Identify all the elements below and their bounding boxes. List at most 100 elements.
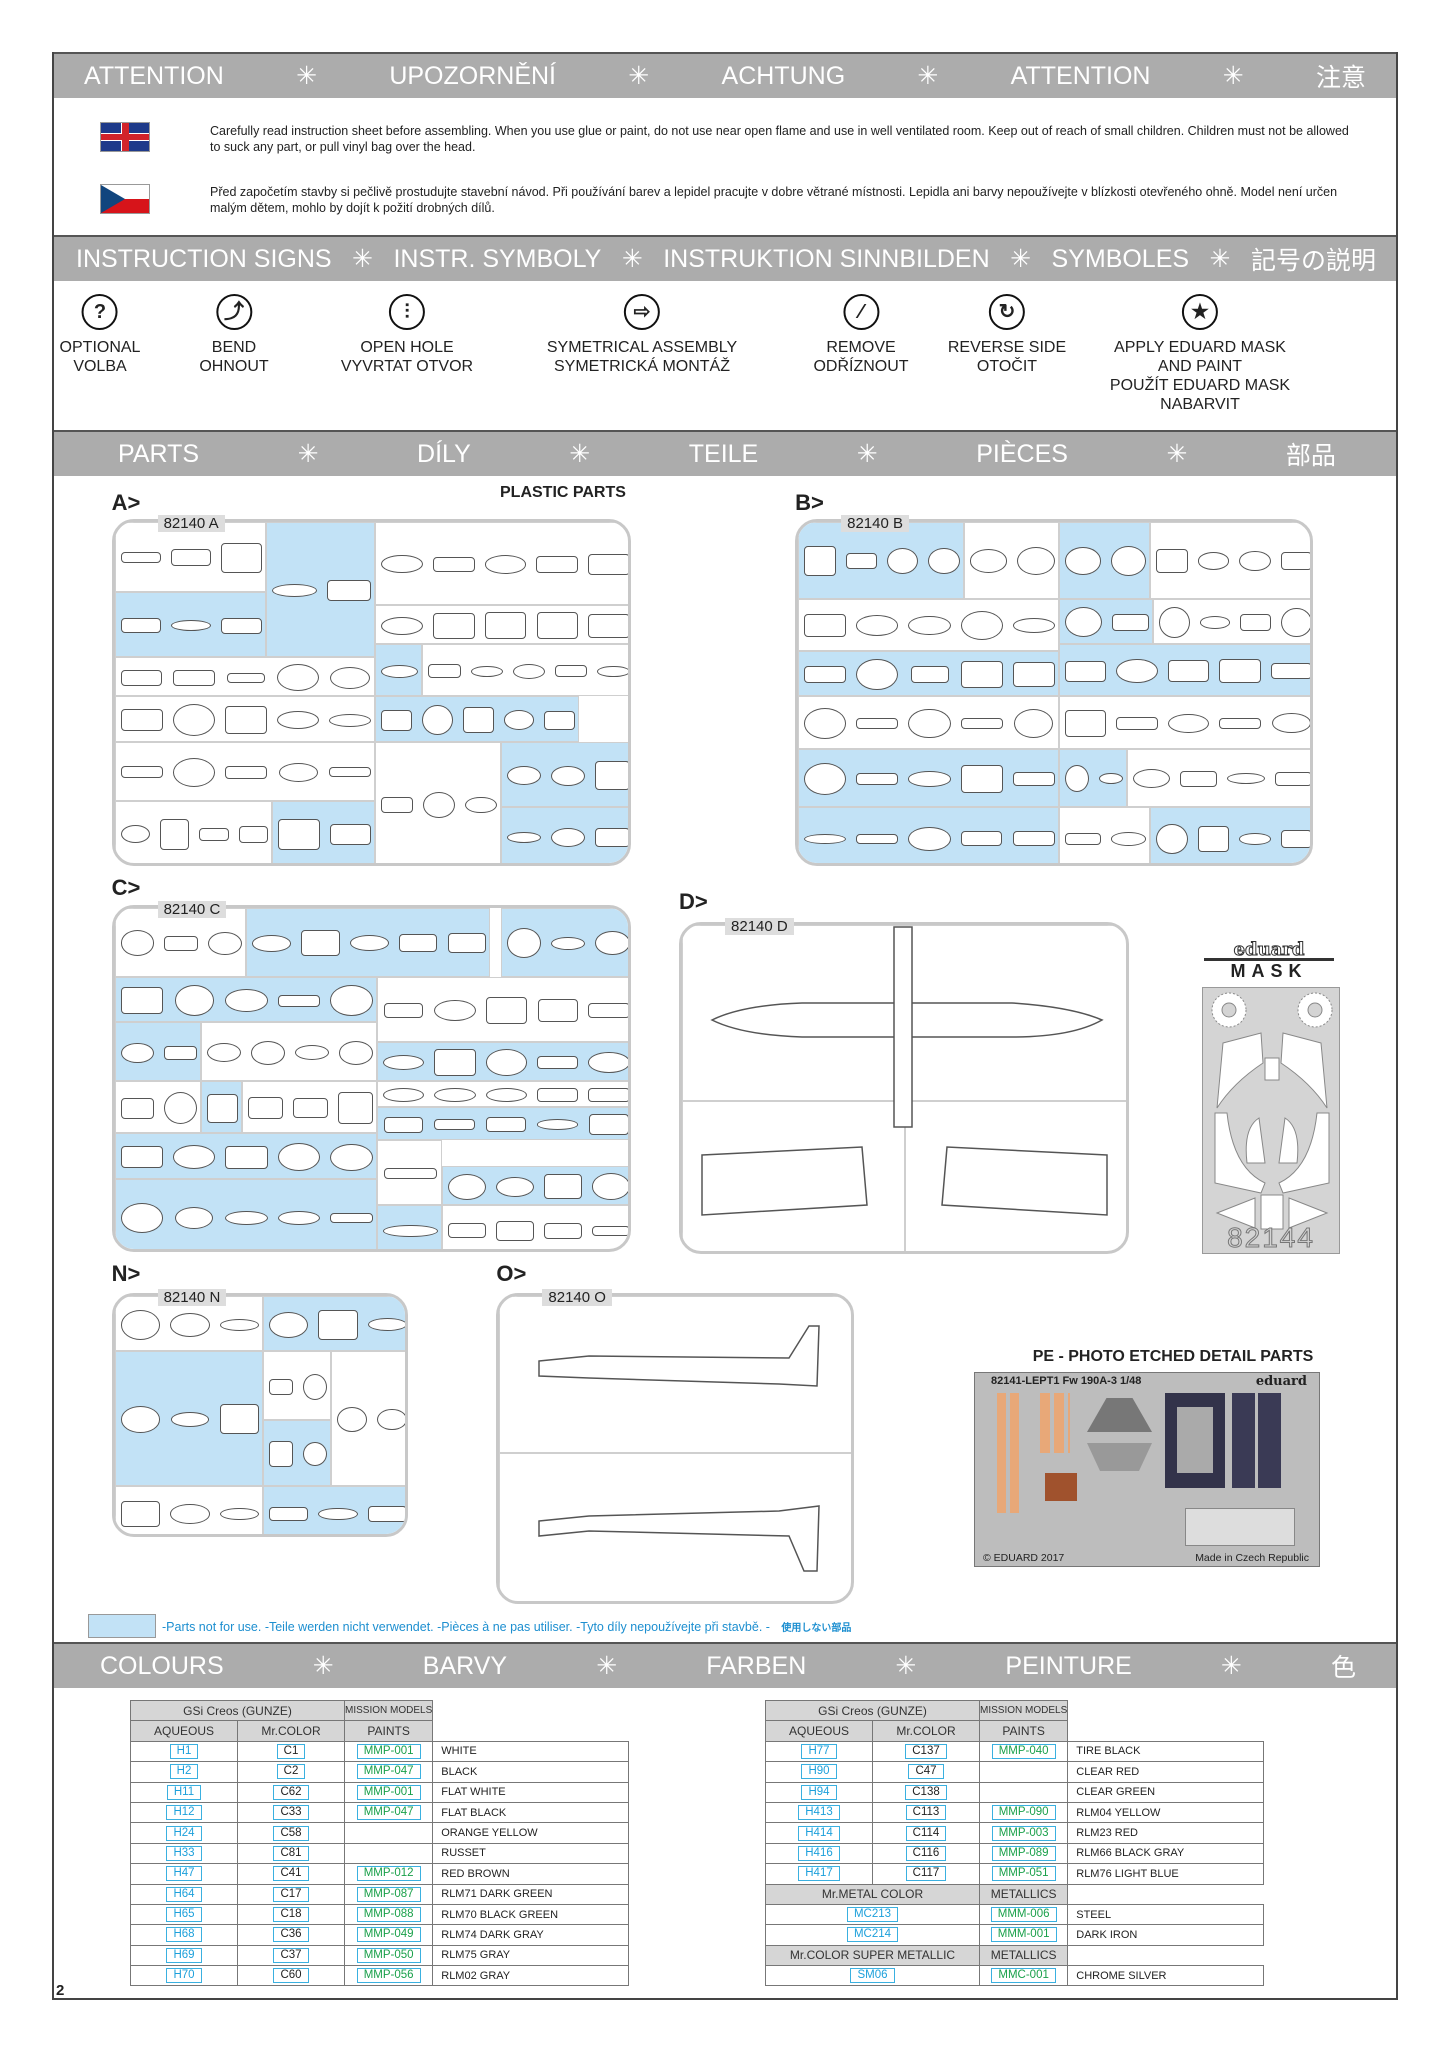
colour-name: RLM76 LIGHT BLUE — [1067, 1863, 1264, 1885]
pe-console-left — [1232, 1393, 1255, 1488]
plastic-part — [338, 1041, 373, 1065]
plastic-part — [120, 930, 155, 957]
plastic-part — [269, 1311, 309, 1338]
parts-area — [114, 696, 376, 743]
pe-panel-10 — [1087, 1443, 1152, 1471]
plastic-part — [120, 1145, 163, 1169]
aqueous-code: H416 — [798, 1845, 840, 1861]
plastic-part — [163, 1045, 197, 1060]
plastic-part — [495, 1176, 534, 1197]
aqueous-code: H47 — [166, 1866, 202, 1882]
mask-title: MASK — [1230, 961, 1308, 981]
plastic-part — [588, 1052, 628, 1073]
mission-code: MMP-087 — [356, 1886, 421, 1902]
colour-name: RLM04 YELLOW — [1067, 1801, 1264, 1824]
plastic-part — [384, 1167, 437, 1180]
plastic-part — [1098, 773, 1123, 785]
plastic-part — [595, 931, 628, 956]
colour-name: CLEAR GREEN — [1067, 1781, 1264, 1803]
colour-name: RLM66 BLACK GRAY — [1067, 1842, 1264, 1865]
plastic-part — [434, 1118, 476, 1131]
plastic-part — [536, 555, 579, 574]
header-label: ATTENTION — [84, 61, 224, 90]
header-label: 色 — [1330, 1654, 1356, 1682]
plastic-part — [303, 1373, 328, 1400]
sign-label: APPLY EDUARD MASK — [1114, 339, 1286, 356]
pe-seatbelts — [997, 1393, 1023, 1513]
bend-arrow-icon: ⤴ — [215, 294, 252, 330]
plastic-part — [804, 613, 847, 638]
plastic-part — [220, 1507, 259, 1521]
plastic-part — [120, 552, 161, 564]
attention-header: ATTENTION✳UPOZORNĚNÍ✳ACHTUNG✳ATTENTION✳注… — [54, 52, 1396, 98]
plastic-part — [171, 620, 212, 632]
plastic-part — [1132, 769, 1171, 789]
sign-label: OPEN HOLE — [360, 339, 454, 356]
plastic-part — [1197, 825, 1230, 853]
plastic-part — [269, 1441, 294, 1467]
parts-area — [114, 800, 273, 863]
plastic-part — [381, 664, 419, 678]
pe-pads — [1045, 1473, 1077, 1501]
sign-label: OTOČIT — [976, 358, 1038, 375]
aqueous-code: H94 — [801, 1784, 837, 1800]
colour-name: CLEAR RED — [1067, 1761, 1264, 1783]
plastic-part — [170, 1504, 210, 1524]
colour-name: TIRE BLACK — [1067, 1740, 1264, 1763]
plastic-part — [173, 1145, 216, 1170]
plastic-part — [484, 612, 527, 640]
plastic-part — [595, 761, 628, 791]
colour-name: FLAT WHITE — [432, 1781, 629, 1803]
plastic-part — [433, 612, 475, 639]
plastic-part — [301, 930, 340, 957]
header-label: COLOURS — [100, 1651, 224, 1680]
plastic-part — [588, 1002, 628, 1019]
plastic-part — [551, 936, 586, 950]
plastic-part — [804, 708, 847, 739]
parts-area — [263, 1351, 332, 1421]
parts-area — [376, 976, 628, 1043]
parts-area — [375, 521, 628, 606]
star-separator-icon: ✳ — [297, 440, 319, 468]
plastic-part — [329, 713, 372, 727]
plastic-part — [330, 1212, 373, 1223]
plastic-part — [1167, 713, 1210, 734]
plastic-part — [543, 1222, 582, 1239]
plastic-part — [960, 661, 1003, 688]
aqueous-header: AQUEOUS — [765, 1720, 873, 1742]
plastic-part — [277, 664, 320, 692]
star-separator-icon: ✳ — [895, 1652, 917, 1680]
plastic-part — [856, 772, 899, 786]
pe-console-right — [1258, 1393, 1281, 1488]
plastic-part — [536, 1056, 579, 1069]
pe-copyright: © EDUARD 2017 — [983, 1552, 1065, 1564]
plastic-part — [164, 935, 199, 951]
colour-name: RLM71 DARK GREEN — [432, 1883, 629, 1905]
parts-area — [375, 742, 501, 863]
plastic-part — [928, 548, 960, 574]
plastic-part — [588, 553, 628, 575]
plastic-part — [1065, 547, 1101, 575]
mission-code: MMM-001 — [990, 1927, 1057, 1943]
parts-area — [682, 1100, 906, 1252]
plastic-part — [597, 665, 628, 678]
knife-icon: ⁄ — [842, 294, 879, 330]
plastic-part — [1116, 716, 1158, 730]
parts-area — [114, 657, 376, 697]
star-separator-icon: ✳ — [1220, 1652, 1242, 1680]
aqueous-code: H11 — [166, 1784, 202, 1800]
mission-code: MMP-003 — [991, 1825, 1056, 1841]
instruction-signs-header: INSTRUCTION SIGNS✳INSTR. SYMBOLY✳INSTRUK… — [54, 235, 1396, 281]
plastic-part — [1012, 831, 1056, 847]
unused-parts-area — [272, 800, 376, 863]
unused-parts-area — [263, 1420, 332, 1486]
aqueous-code: H417 — [798, 1866, 840, 1882]
plastic-part — [804, 546, 836, 576]
parts-area — [376, 1139, 442, 1206]
